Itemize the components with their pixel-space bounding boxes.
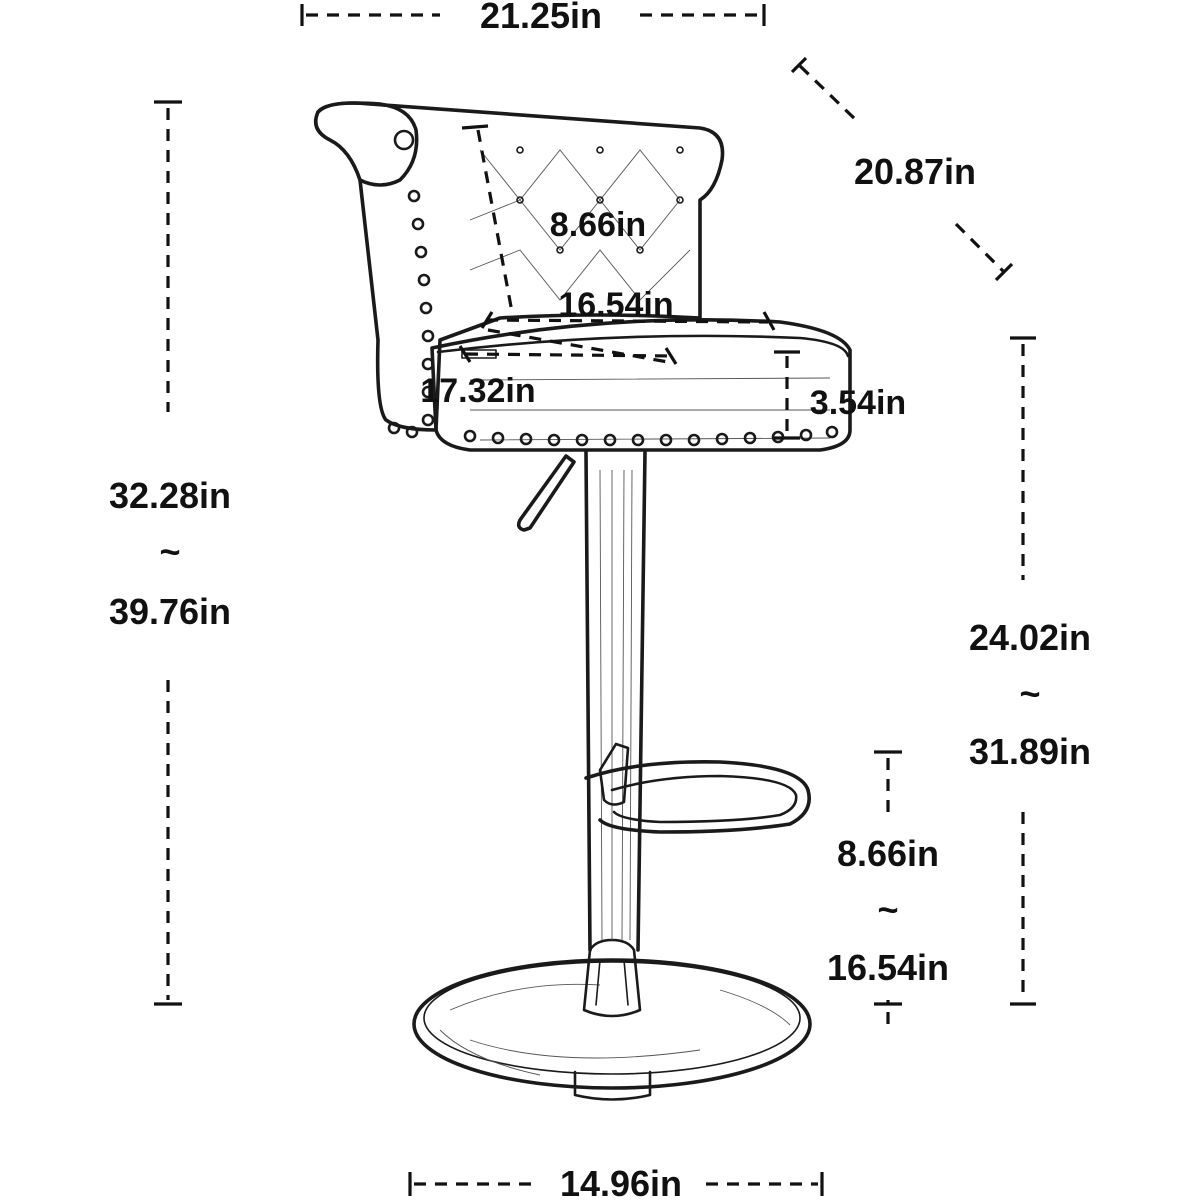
footrest-ring	[584, 742, 811, 834]
total-height-min-label: 32.28in	[109, 475, 231, 516]
seat-height-min-label: 24.02in	[969, 617, 1091, 658]
overall-width-label: 21.25in	[480, 0, 602, 36]
column	[584, 450, 647, 952]
base-diameter-label: 14.96in	[560, 1163, 682, 1200]
seat-depth-dimension-line	[458, 328, 678, 365]
footrest-height-separator: ~	[877, 889, 898, 930]
overall-depth-dimension-line	[790, 56, 1014, 282]
seat-width-label: 16.54in	[558, 286, 673, 324]
seat-height-dimension-line	[1010, 336, 1036, 1006]
nailhead-trim	[463, 425, 839, 447]
overall-width-dimension-line	[300, 4, 766, 26]
total-height-separator: ~	[159, 531, 180, 572]
seat-height-separator: ~	[1019, 673, 1040, 714]
base-disc	[412, 958, 812, 1101]
seat-depth-label: 17.32in	[420, 372, 535, 410]
seat-width-dimension-line	[480, 311, 776, 331]
adjust-lever	[516, 454, 576, 532]
seat-thickness-label: 3.54in	[810, 384, 906, 422]
backrest-height-dimension-line	[461, 124, 514, 313]
seat-height-max-label: 31.89in	[969, 731, 1091, 772]
backrest-nailhead-trim	[387, 189, 435, 439]
backrest-height-label: 8.66in	[550, 206, 646, 244]
base-diameter-dimension-line	[408, 1172, 824, 1196]
footrest-height-min-label: 8.66in	[837, 833, 939, 874]
footrest-height-max-label: 16.54in	[827, 947, 949, 988]
backrest	[313, 101, 725, 439]
seat-cushion	[430, 318, 852, 452]
footrest-height-dimension-line	[874, 750, 902, 1024]
gas-lift-lower	[582, 938, 642, 1018]
total-height-dimension-line	[154, 100, 182, 1006]
total-height-max-label: 39.76in	[109, 591, 231, 632]
seat-thickness-dimension-line	[774, 350, 800, 440]
bar-stool-icon	[313, 101, 852, 1101]
overall-depth-label: 20.87in	[854, 151, 976, 192]
